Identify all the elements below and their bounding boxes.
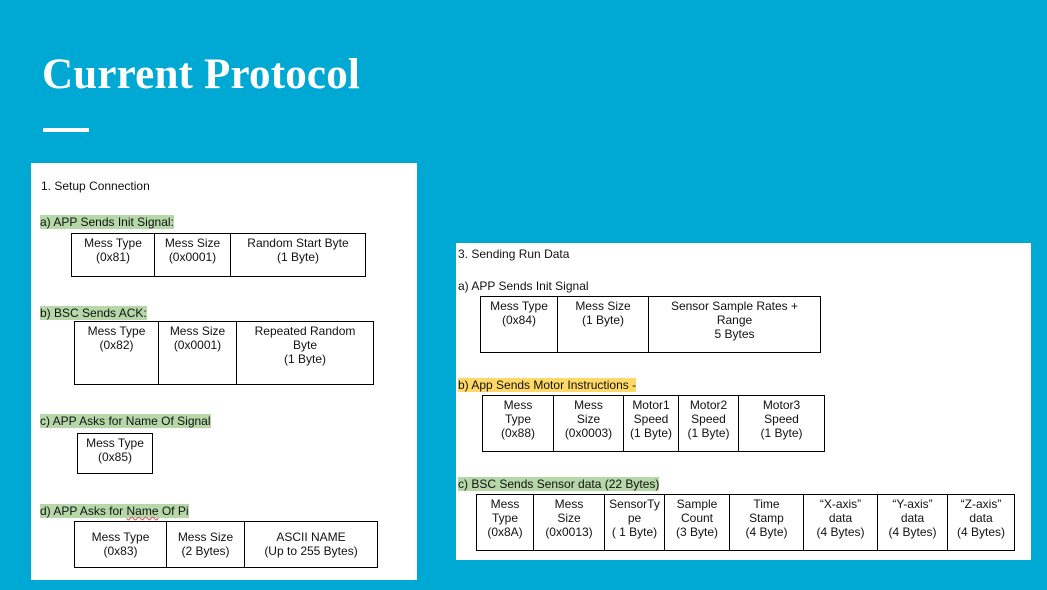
packet-cell-sensor-type: SensorTy pe ( 1 Byte) bbox=[604, 494, 665, 551]
sending-run-data-panel: 3. Sending Run Data a) APP Sends Init Si… bbox=[456, 243, 1031, 560]
packet-cell-mess-type: Mess Type (0x85) bbox=[77, 433, 153, 474]
packet-cell-mess-type: Mess Type (0x83) bbox=[74, 521, 167, 568]
packet-cell-time-stamp: Time Stamp (4 Byte) bbox=[729, 494, 804, 551]
packet-cell-z-axis-data: “Z-axis” data (4 Bytes) bbox=[947, 494, 1015, 551]
run-section-c-label: c) BSC Sends Sensor data (22 Bytes) bbox=[458, 477, 660, 491]
packet-cell-x-axis-data: “X-axis” data (4 Bytes) bbox=[803, 494, 878, 551]
packet-cell-mess-size: Mess Size (0x0013) bbox=[533, 494, 605, 551]
packet-cell-mess-size: Mess Size (0x0003) bbox=[553, 395, 624, 452]
section-c-label: c) APP Asks for Name Of Signal bbox=[40, 414, 211, 428]
packet-cell-motor2-speed: Motor2 Speed (1 Byte) bbox=[678, 395, 739, 452]
packet-cell-mess-size: Mess Size (1 Byte) bbox=[557, 296, 649, 353]
section-d-label: d) APP Asks for Name Of Pi bbox=[40, 504, 189, 518]
packet-cell-random-start-byte: Random Start Byte (1 Byte) bbox=[230, 233, 366, 277]
name-signal-packet-table: Mess Type (0x85) bbox=[77, 433, 153, 474]
section-a-label: a) APP Sends Init Signal: bbox=[40, 215, 174, 229]
packet-cell-mess-type: Mess Type (0x88) bbox=[482, 395, 554, 452]
sensor-data-packet-table: Mess Type (0x8A) Mess Size (0x0013) Sens… bbox=[476, 494, 1015, 551]
packet-cell-ascii-name: ASCII NAME (Up to 255 Bytes) bbox=[244, 521, 378, 568]
section-d-label-end: Of Pi bbox=[158, 504, 189, 518]
packet-cell-mess-type: Mess Type (0x82) bbox=[74, 321, 159, 385]
table-row: Mess Type (0x83) Mess Size (2 Bytes) ASC… bbox=[74, 521, 378, 568]
name-pi-packet-table: Mess Type (0x83) Mess Size (2 Bytes) ASC… bbox=[74, 521, 378, 568]
run-section-a-label: a) APP Sends Init Signal bbox=[458, 279, 589, 293]
run-section-b-label: b) App Sends Motor Instructions - bbox=[458, 378, 637, 392]
setup-connection-panel: 1. Setup Connection a) APP Sends Init Si… bbox=[31, 163, 417, 580]
packet-cell-mess-size: Mess Size (0x0001) bbox=[158, 321, 237, 385]
section-b-label: b) BSC Sends ACK: bbox=[40, 306, 147, 320]
sending-run-data-heading: 3. Sending Run Data bbox=[458, 247, 570, 261]
table-row: Mess Type (0x84) Mess Size (1 Byte) Sens… bbox=[480, 296, 821, 353]
table-row: Mess Type (0x82) Mess Size (0x0001) Repe… bbox=[74, 321, 374, 385]
packet-cell-motor1-speed: Motor1 Speed (1 Byte) bbox=[623, 395, 679, 452]
init-signal-packet-table: Mess Type (0x81) Mess Size (0x0001) Rand… bbox=[71, 233, 366, 277]
table-row: Mess Type (0x88) Mess Size (0x0003) Moto… bbox=[482, 395, 825, 452]
title-underline bbox=[43, 128, 89, 132]
table-row: Mess Type (0x8A) Mess Size (0x0013) Sens… bbox=[476, 494, 1015, 551]
table-row: Mess Type (0x85) bbox=[77, 433, 153, 474]
packet-cell-mess-type: Mess Type (0x84) bbox=[480, 296, 558, 353]
packet-cell-mess-size: Mess Size (0x0001) bbox=[154, 233, 231, 277]
setup-connection-heading: 1. Setup Connection bbox=[41, 179, 150, 193]
slide-title: Current Protocol bbox=[42, 51, 361, 98]
ack-packet-table: Mess Type (0x82) Mess Size (0x0001) Repe… bbox=[74, 321, 374, 385]
packet-cell-y-axis-data: “Y-axis” data (4 Bytes) bbox=[877, 494, 948, 551]
packet-cell-sensor-sample-rates: Sensor Sample Rates + Range 5 Bytes bbox=[648, 296, 821, 353]
packet-cell-mess-size: Mess Size (2 Bytes) bbox=[166, 521, 245, 568]
packet-cell-motor3-speed: Motor3 Speed (1 Byte) bbox=[738, 395, 825, 452]
packet-cell-mess-type: Mess Type (0x81) bbox=[71, 233, 155, 277]
motor-instructions-packet-table: Mess Type (0x88) Mess Size (0x0003) Moto… bbox=[482, 395, 825, 452]
table-row: Mess Type (0x81) Mess Size (0x0001) Rand… bbox=[71, 233, 366, 277]
sample-rates-packet-table: Mess Type (0x84) Mess Size (1 Byte) Sens… bbox=[480, 296, 821, 353]
packet-cell-repeated-random-byte: Repeated Random Byte (1 Byte) bbox=[236, 321, 374, 385]
section-d-label-name-word: Name bbox=[126, 504, 159, 518]
section-d-label-start: d) APP Asks for bbox=[40, 504, 127, 518]
packet-cell-mess-type: Mess Type (0x8A) bbox=[476, 494, 534, 551]
packet-cell-sample-count: Sample Count (3 Byte) bbox=[664, 494, 730, 551]
